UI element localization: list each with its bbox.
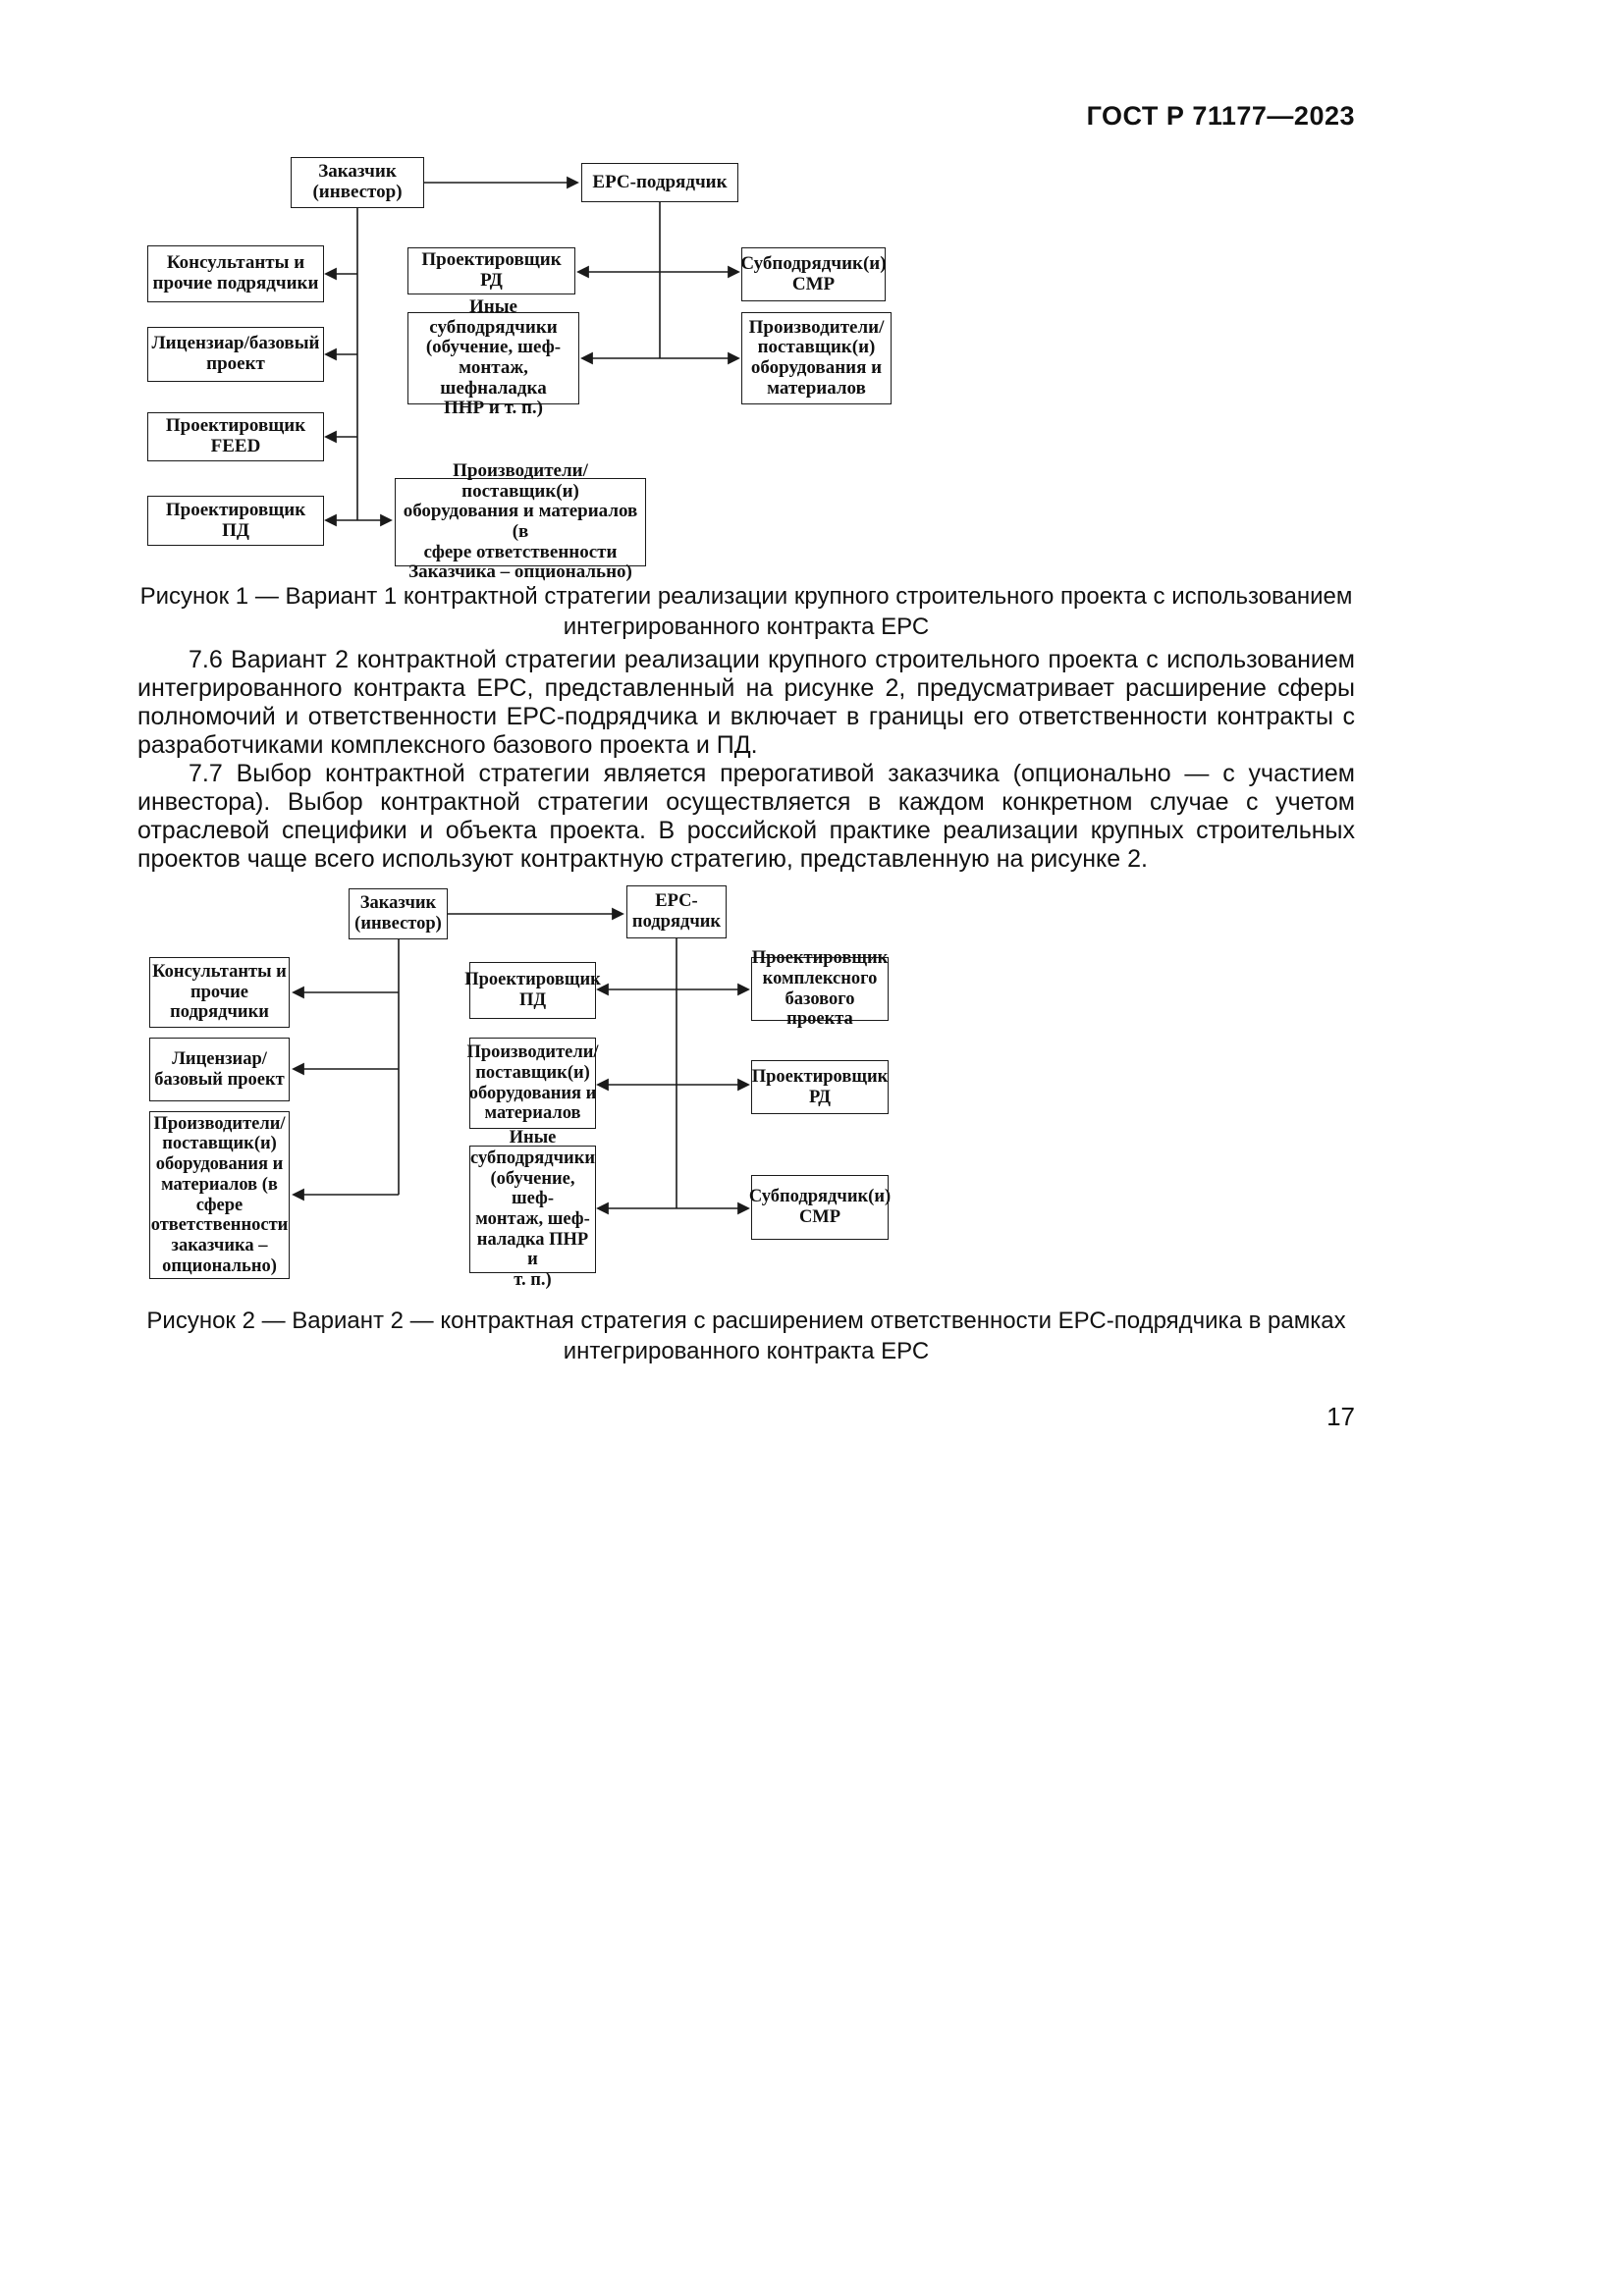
figure1-diagram: Заказчик (инвестор) ЕРС-подрядчик Консул…	[137, 152, 903, 582]
fig2-box-customer-investor: Заказчик (инвестор)	[349, 888, 448, 939]
fig2-box-other-subcontractors: Иные субподрядчики (обучение, шеф- монта…	[469, 1128, 596, 1291]
fig1-box-customer-investor: Заказчик (инвестор)	[291, 157, 424, 208]
fig1-box-pd-designer: Проектировщик ПД	[147, 496, 324, 546]
fig1-box-smr-subcontractors: Субподрядчик(и) СМР	[740, 247, 887, 301]
fig2-box-producers-optional: Производители/ поставщик(и) оборудования…	[149, 1111, 290, 1279]
fig2-box-complex-base-designer: Проектировщик комплексного базового прое…	[751, 948, 889, 1030]
fig2-box-smr-subcontractors: Субподрядчик(и) СМР	[749, 1175, 891, 1240]
figure2-diagram: Заказчик (инвестор) ЕРС- подрядчик Консу…	[137, 879, 913, 1295]
paragraph-7-6: 7.6 Вариант 2 контрактной стратегии реал…	[137, 646, 1355, 759]
body-text: 7.6 Вариант 2 контрактной стратегии реал…	[137, 646, 1355, 874]
fig2-box-producers-suppliers: Производители/ поставщик(и) оборудования…	[466, 1038, 599, 1129]
fig1-box-consultants: Консультанты и прочие подрядчики	[147, 245, 324, 302]
fig1-box-licensor-base-design: Лицензиар/базовый проект	[147, 327, 324, 382]
fig1-box-epc-contractor: ЕРС-подрядчик	[581, 163, 738, 202]
fig2-box-epc-contractor: ЕРС- подрядчик	[626, 885, 727, 938]
fig2-box-rd-designer: Проектировщик РД	[751, 1060, 889, 1114]
fig2-box-licensor-base-design: Лицензиар/ базовый проект	[149, 1038, 290, 1101]
figure2-caption: Рисунок 2 — Вариант 2 — контрактная стра…	[146, 1308, 1346, 1365]
page-number: 17	[1326, 1402, 1355, 1431]
document-header: ГОСТ Р 71177—2023	[1086, 101, 1355, 131]
fig1-box-producers-suppliers: Производители/ поставщик(и) оборудования…	[741, 312, 892, 404]
figure1-connectors	[324, 176, 740, 527]
paragraph-7-7: 7.7 Выбор контрактной стратегии является…	[137, 760, 1355, 873]
figure2-connectors	[292, 907, 750, 1215]
fig1-box-feed-designer: Проектировщик FEED	[147, 412, 324, 461]
fig1-box-other-subcontractors: Иные субподрядчики (обучение, шеф- монта…	[407, 297, 579, 418]
fig1-box-rd-designer: Проектировщик РД	[407, 247, 575, 294]
figure1-caption: Рисунок 1 — Вариант 1 контрактной страте…	[139, 583, 1353, 641]
fig1-box-producers-optional: Производители/поставщик(и) оборудования …	[395, 461, 646, 582]
fig2-box-consultants: Консультанты и прочие подрядчики	[149, 957, 290, 1028]
fig2-box-pd-designer: Проектировщик ПД	[464, 962, 601, 1019]
